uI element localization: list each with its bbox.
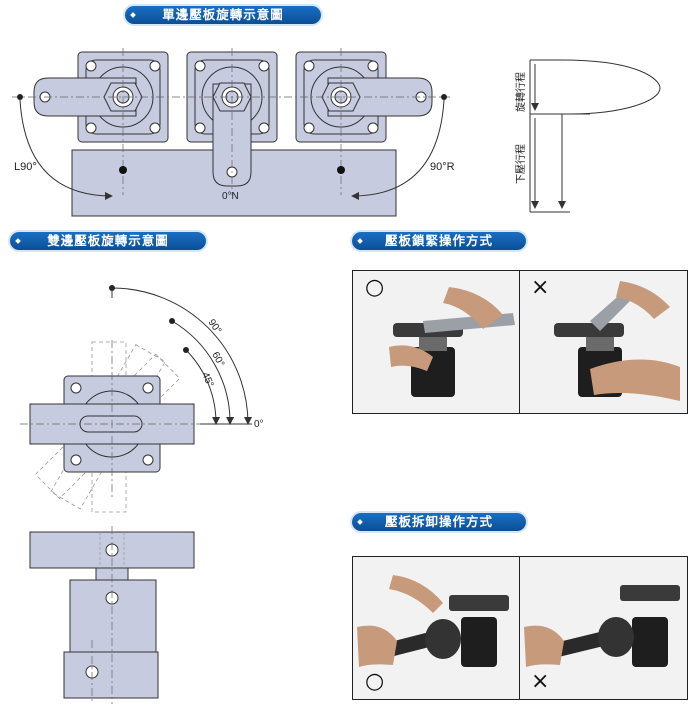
lock-correct-mark: ○ [365,275,385,300]
label-angle-0: 0° [254,419,264,430]
label-angle-90: 90° [206,317,224,336]
lock-correct-photo [353,271,520,413]
heading-single-edge-rotation: 單邊壓板旋轉示意圖 [125,6,321,24]
label-center-0: 0°N [222,191,239,202]
label-right-90: 90°R [430,161,455,173]
remove-wrong-photo [520,557,687,699]
lock-wrong-mark: × [531,275,550,300]
lock-wrong-photo [520,271,687,413]
heading-remove-operation: 壓板拆卸操作方式 [352,513,526,531]
label-angle-45: 45° [199,371,215,389]
double-edge-diagram: 90° 60° 45° 0° [20,285,264,513]
heading-lock-operation: 壓板鎖緊操作方式 [352,232,526,250]
remove-correct-photo [353,557,520,699]
flange-left [33,51,169,143]
single-edge-diagram: L90° 0°N 90°R [12,48,455,217]
label-rotation-stroke: 旋轉行程 [514,72,527,112]
lock-operation-photos: ○ × [352,270,688,414]
stroke-diagram [529,59,661,213]
remove-operation-photos: ○ × [352,556,688,700]
side-view-diagram [29,526,195,704]
heading-double-edge-rotation: 雙邊壓板旋轉示意圖 [10,232,206,250]
label-left-90: L90° [14,161,37,173]
label-angle-60: 60° [209,350,226,369]
flange-center [186,51,278,187]
remove-correct-mark: ○ [365,669,385,694]
remove-wrong-mark: × [531,669,550,694]
label-press-stroke: 下壓行程 [514,144,527,184]
